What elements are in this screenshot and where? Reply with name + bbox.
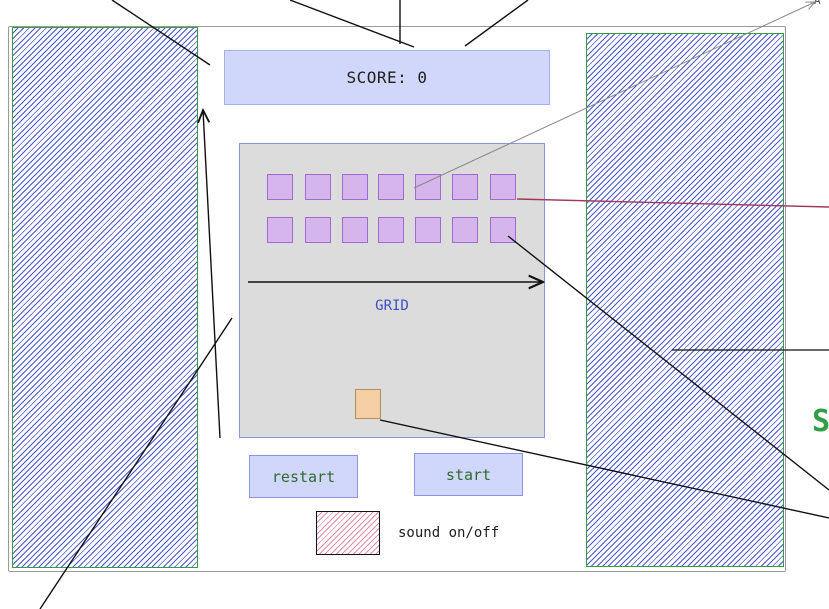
annotation-line [379, 419, 829, 519]
left-side-panel [12, 27, 198, 568]
start-button[interactable]: start [414, 453, 523, 496]
brick [378, 217, 404, 243]
restart-button-label: restart [271, 467, 336, 486]
brick [342, 217, 368, 243]
brick [267, 174, 293, 200]
brick [452, 217, 478, 243]
annotation-line [39, 317, 233, 609]
annotation-line [111, 0, 211, 66]
sound-toggle[interactable] [316, 511, 380, 555]
brick [305, 217, 331, 243]
score-display: SCORE: 0 [224, 50, 550, 105]
annotation-line [464, 0, 529, 47]
brick [415, 174, 441, 200]
brick [305, 174, 331, 200]
clipped-green-text: S [812, 404, 829, 439]
brick [342, 174, 368, 200]
annotation-line [516, 198, 829, 208]
annotation-arrow [203, 110, 221, 439]
brick [267, 217, 293, 243]
restart-button[interactable]: restart [249, 455, 358, 498]
paddle[interactable] [355, 389, 381, 419]
annotation-line [289, 0, 415, 48]
brick [378, 174, 404, 200]
brick [490, 174, 516, 200]
right-side-panel [586, 33, 784, 567]
game-frame [8, 26, 786, 572]
brick [452, 174, 478, 200]
grid-label: GRID [375, 298, 409, 314]
annotation-line [507, 235, 829, 491]
brick [415, 217, 441, 243]
start-button-label: start [445, 465, 492, 484]
sound-label: sound on/off [398, 525, 500, 541]
score-text: SCORE: 0 [346, 68, 428, 87]
annotation-arrow [413, 2, 815, 189]
clipped-annotation-text: A [814, 0, 821, 7]
